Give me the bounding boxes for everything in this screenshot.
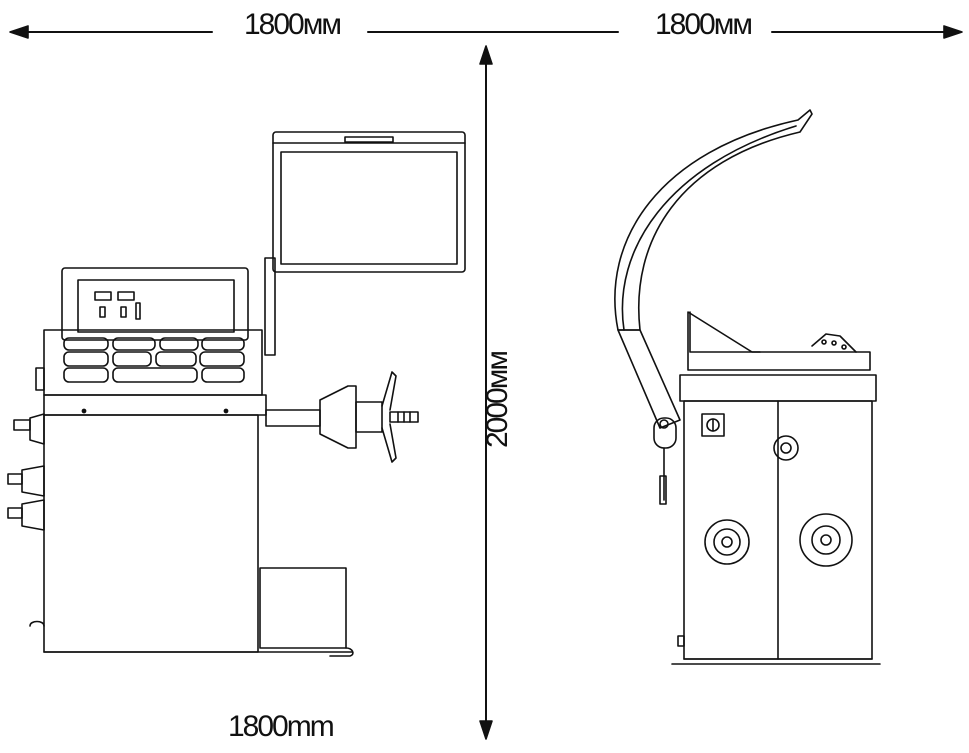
- width-dimension-label-bottom: 1800mm: [228, 710, 335, 743]
- width-dimension-label-left: 1800мм: [244, 8, 342, 41]
- height-dimension-label: 2000мм: [481, 352, 514, 448]
- width-dimension-label-right: 1800мм: [655, 8, 753, 41]
- side-view: [614, 109, 881, 665]
- horizontal-dimension-arrow: [9, 25, 963, 39]
- front-view: [7, 131, 466, 657]
- vertical-dimension-arrow: [479, 45, 493, 740]
